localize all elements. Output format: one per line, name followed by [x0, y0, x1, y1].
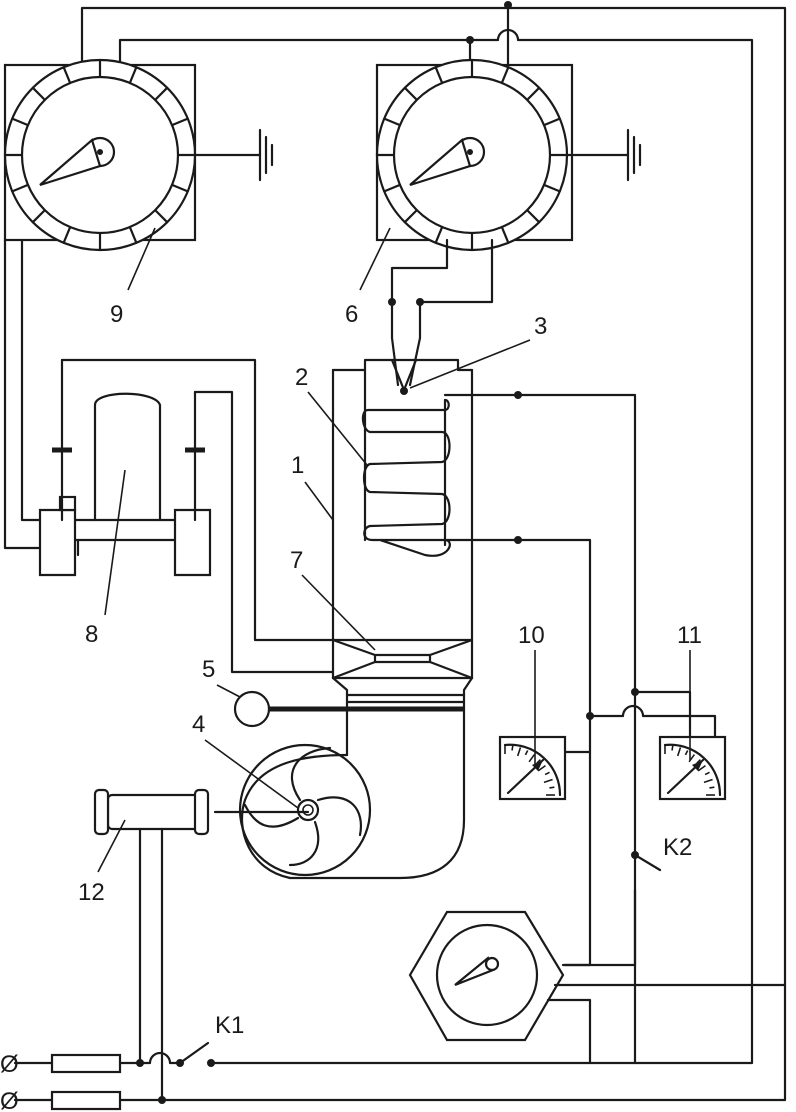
gauge-segment — [62, 225, 72, 244]
label-4: 4 — [192, 711, 205, 738]
switch-k2 — [563, 851, 662, 967]
motor-12 — [93, 788, 310, 1102]
labels: 9 6 3 2 1 7 8 5 4 10 11 12 K2 K1 Ø Ø — [0, 227, 702, 1112]
junction-dot — [388, 298, 396, 306]
gauge-segment — [434, 66, 444, 85]
meter-tick — [543, 778, 553, 784]
gauge-segment — [542, 183, 561, 193]
meter-tick — [528, 754, 536, 763]
ground-symbol-6 — [565, 128, 642, 182]
label-8: 8 — [85, 621, 98, 648]
label-5: 5 — [202, 656, 215, 683]
gauge-segment — [383, 117, 402, 127]
fan-4 — [238, 743, 372, 880]
label-9: 9 — [110, 301, 123, 328]
gauge-segment — [128, 66, 138, 85]
tube-1 — [331, 358, 474, 680]
gauge-6 — [375, 58, 574, 252]
heater-coil-2 — [361, 368, 451, 557]
label-12: 12 — [78, 879, 105, 906]
gauge-segment — [403, 209, 418, 224]
gauge-segment — [500, 225, 510, 244]
junction-dot — [586, 712, 594, 720]
junction-dot — [136, 1059, 144, 1067]
junction-dot — [514, 391, 522, 399]
gauge-segment — [403, 86, 418, 101]
meter-tick — [511, 745, 514, 751]
terminal-top: Ø — [0, 1051, 19, 1078]
junction-dot — [504, 1, 512, 9]
fuses — [13, 1053, 167, 1111]
gauge-segment — [154, 86, 169, 101]
gauge-segment — [62, 66, 72, 85]
probe-wires — [390, 238, 494, 387]
gauge-segment — [526, 86, 541, 101]
burner-8 — [38, 358, 335, 674]
meter-tick — [524, 750, 529, 756]
gauge-segment — [11, 117, 30, 127]
label-k2: K2 — [663, 834, 692, 861]
gauge-9-burner-wires — [3, 238, 42, 550]
terminal-bottom: Ø — [0, 1088, 19, 1112]
gauge-segment — [542, 117, 561, 127]
meter-tick — [537, 764, 546, 772]
meter-tick — [709, 786, 715, 789]
gauge-segment — [31, 86, 46, 101]
gauge-segment — [128, 225, 138, 244]
gauge-segment — [383, 183, 402, 193]
label-6: 6 — [345, 301, 358, 328]
gauge-segment — [170, 117, 189, 127]
probe-3-tip — [400, 387, 408, 395]
meter-tick — [697, 764, 706, 772]
label-1: 1 — [291, 452, 304, 479]
label-3: 3 — [534, 313, 547, 340]
label-11: 11 — [677, 622, 702, 649]
label-10: 10 — [518, 622, 545, 649]
meter-11 — [658, 735, 727, 801]
outer-wiring — [80, 6, 787, 1102]
junction-dot — [631, 688, 639, 696]
meter-tick — [688, 754, 696, 763]
meter-tick — [684, 750, 689, 756]
meter-tick — [704, 771, 710, 776]
meter-tick — [703, 778, 713, 784]
gauge-segment — [434, 225, 444, 244]
label-7: 7 — [290, 547, 303, 574]
meter-tick — [676, 747, 682, 757]
gauge-segment — [154, 209, 169, 224]
switch-k1 — [138, 1041, 215, 1067]
label-2: 2 — [295, 364, 308, 391]
gauge-segment — [526, 209, 541, 224]
gauge-segment — [31, 209, 46, 224]
hex-regulator — [408, 750, 787, 1065]
meter-10 — [498, 735, 567, 801]
meter-tick — [549, 786, 555, 789]
orifice-plate-7 — [331, 638, 474, 680]
gauge-segment — [500, 66, 510, 85]
label-k1: K1 — [215, 1012, 244, 1039]
junction-dot — [158, 1096, 166, 1104]
gauge-segment — [11, 183, 30, 193]
ground-symbol-9 — [193, 128, 274, 182]
junction-dot — [416, 298, 424, 306]
gauge-9 — [3, 58, 197, 252]
meter-tick — [671, 745, 674, 751]
gauge-segment — [170, 183, 189, 193]
junction-dot — [466, 36, 474, 44]
damper-5 — [233, 690, 464, 728]
junction-dot — [514, 536, 522, 544]
throat — [288, 676, 474, 880]
meter-tick — [544, 771, 550, 776]
meter-tick — [516, 747, 522, 757]
